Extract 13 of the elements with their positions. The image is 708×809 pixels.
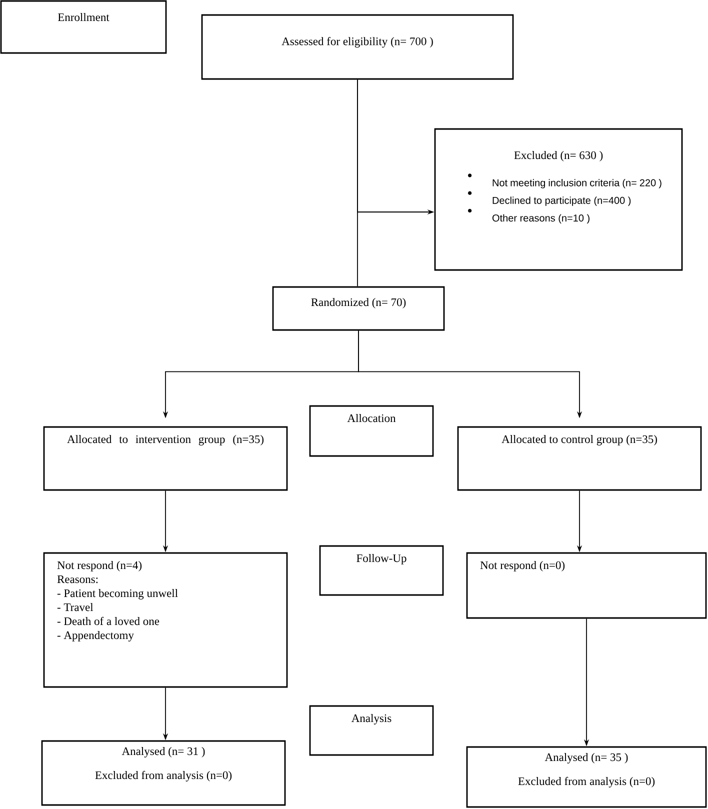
process-box: Randomized (n= 70)	[272, 286, 445, 331]
process-box: Allocated to intervention group (n=35)	[43, 426, 288, 491]
exclusion-box: Excluded (n= 630 ) Not meeting inclusion criteria (n= 220 ) Declined to participate (n=400 ) Other reasons (n=10 )	[434, 128, 683, 271]
stage-box: Enrollment	[0, 0, 167, 54]
stage-box: Analysis	[309, 705, 434, 756]
stage-box: Follow-Up	[319, 545, 444, 596]
process-box: Not respond (n=0)	[466, 552, 707, 619]
process-box: Allocated to control group (n=35)	[457, 426, 702, 491]
process-box: Assessed for eligibility (n= 700 )	[201, 14, 514, 80]
process-box: Analysed (n= 35 ) Excluded from analysis (n=0)	[466, 746, 707, 808]
process-box: Analysed (n= 31 ) Excluded from analysis (n=0)	[41, 740, 286, 806]
process-box: Not respond (n=4) Reasons: - Patient becoming unwell - Travel - Death of a loved one - Appendectomy	[43, 552, 288, 688]
stage-box: Allocation	[309, 405, 434, 457]
